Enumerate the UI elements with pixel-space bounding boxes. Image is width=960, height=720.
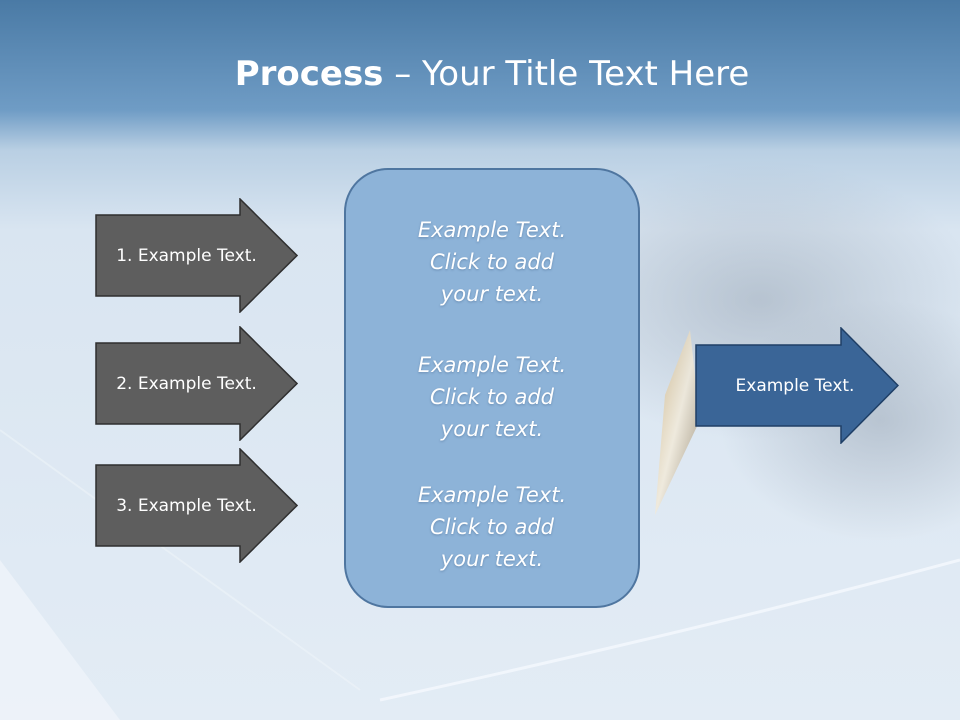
center-text-block-1[interactable]: Example Text. Click to add your text. bbox=[346, 214, 638, 310]
center-text-block-3[interactable]: Example Text. Click to add your text. bbox=[346, 479, 638, 575]
left-arrow-1-label: 1. Example Text. bbox=[116, 245, 257, 266]
title-rest: – Your Title Text Here bbox=[383, 54, 750, 94]
block-3-line-3: your text. bbox=[440, 547, 544, 571]
right-arrow-icon bbox=[95, 448, 298, 563]
right-arrow-label: Example Text. bbox=[735, 375, 855, 396]
left-arrow-3-label: 3. Example Text. bbox=[116, 495, 257, 516]
title-bold: Process bbox=[234, 54, 384, 94]
left-arrow-3[interactable]: 3. Example Text. bbox=[95, 448, 298, 563]
left-arrow-2-label: 2. Example Text. bbox=[116, 373, 257, 394]
block-3-line-1: Example Text. bbox=[417, 483, 567, 507]
block-2-line-3: your text. bbox=[440, 417, 544, 441]
right-arrow-icon bbox=[695, 327, 899, 444]
block-2-line-2: Click to add bbox=[429, 385, 554, 409]
left-arrow-1[interactable]: 1. Example Text. bbox=[95, 198, 298, 313]
block-1-line-2: Click to add bbox=[429, 250, 554, 274]
right-arrow-icon bbox=[95, 326, 298, 441]
block-1-line-1: Example Text. bbox=[417, 218, 567, 242]
center-text-block-2[interactable]: Example Text. Click to add your text. bbox=[346, 349, 638, 445]
center-text-box[interactable]: Example Text. Click to add your text. Ex… bbox=[344, 168, 640, 608]
left-arrow-2[interactable]: 2. Example Text. bbox=[95, 326, 298, 441]
slide-title: Process – Your Title Text Here bbox=[0, 52, 960, 96]
block-2-line-1: Example Text. bbox=[417, 353, 567, 377]
right-output-arrow[interactable]: Example Text. bbox=[695, 327, 899, 444]
block-3-line-2: Click to add bbox=[429, 515, 554, 539]
right-arrow-icon bbox=[95, 198, 298, 313]
block-1-line-3: your text. bbox=[440, 282, 544, 306]
